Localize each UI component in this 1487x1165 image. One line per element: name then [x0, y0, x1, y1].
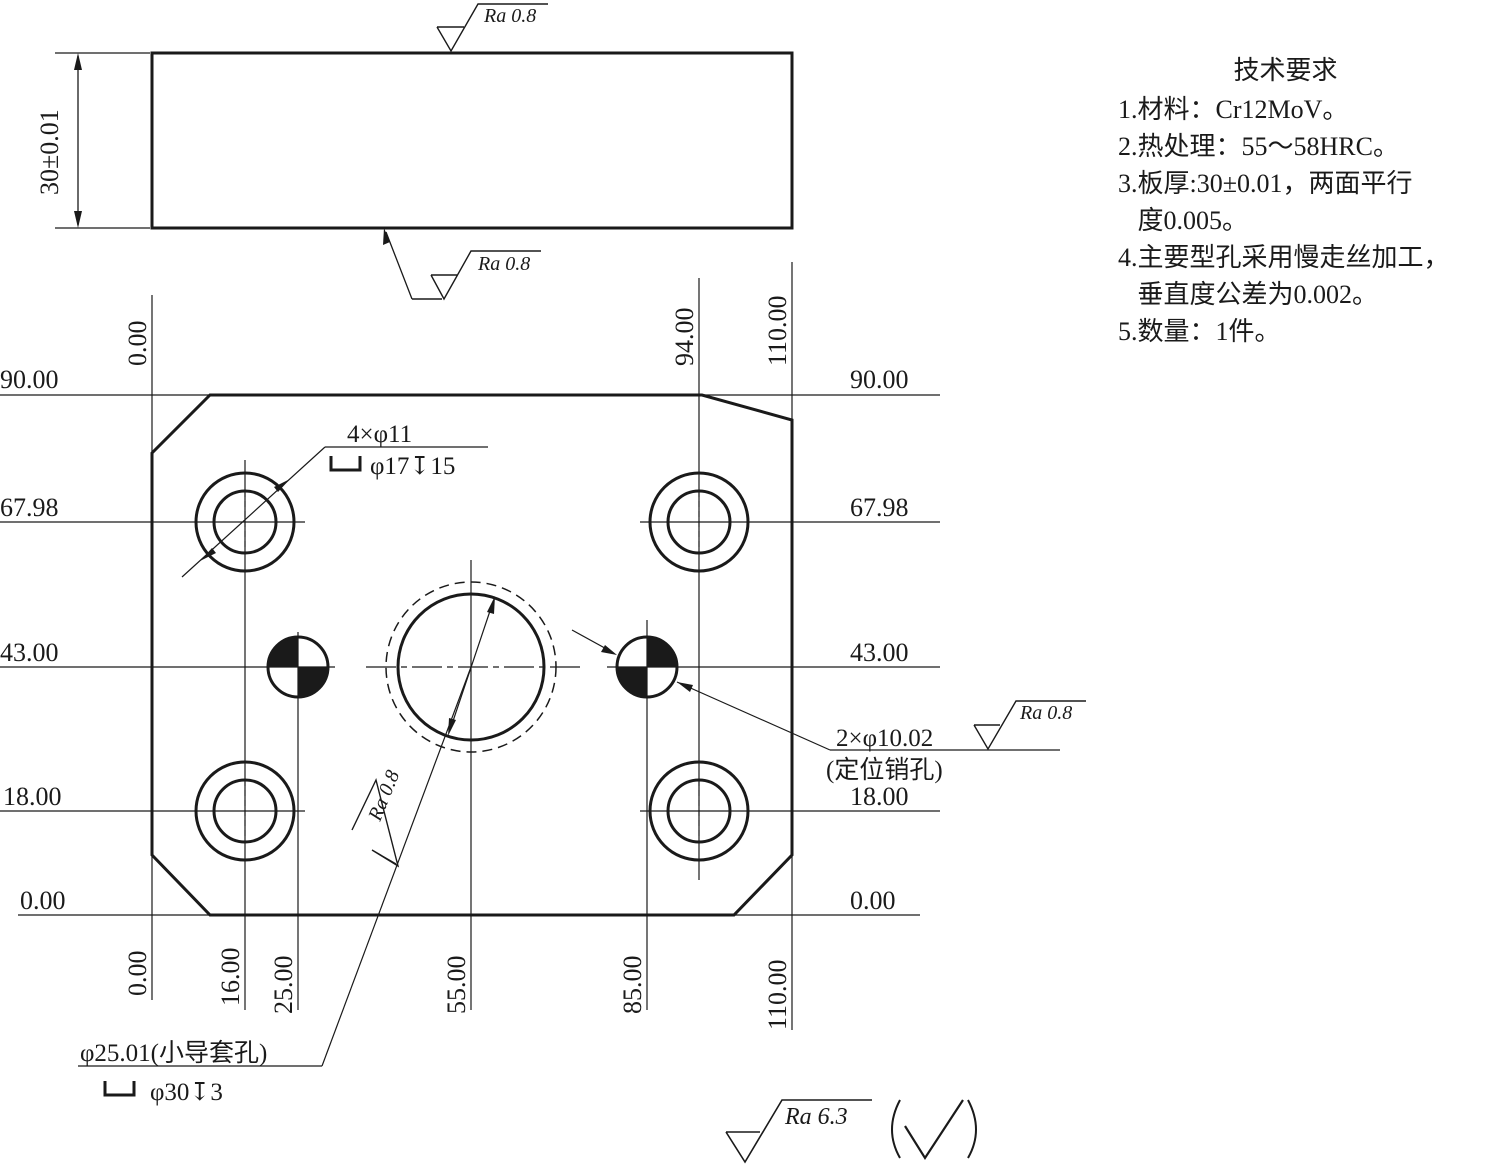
y-label-left-0: 90.00: [0, 365, 59, 394]
requirements-title: 技术要求: [1233, 56, 1338, 85]
screw-hole-callout: 4×φ11 φ17↧15: [181, 421, 488, 578]
y-label-left-4: 0.00: [20, 886, 66, 915]
roughness-symbol-guide: Ra 0.8: [351, 767, 404, 868]
y-label-right-2: 43.00: [850, 638, 909, 667]
screw-hole-top-right: [648, 471, 750, 573]
roughness-symbol-pin: [973, 700, 1086, 751]
requirement-item: 2.热处理：55～58HRC。: [1118, 132, 1399, 161]
x-label-top-1: 94.00: [670, 308, 699, 367]
roughness-symbol-top: Ra 0.8: [436, 3, 548, 53]
general-roughness-label: Ra 6.3: [784, 1104, 848, 1130]
guide-bush-hole: [366, 581, 580, 753]
requirement-item: 4.主要型孔采用慢走丝加工，: [1118, 243, 1450, 272]
arrowhead: [677, 682, 693, 692]
screw-counterbore-label: φ17↧15: [370, 453, 455, 480]
x-label-bottom-3: 55.00: [442, 956, 471, 1015]
requirement-item: 1.材料：Cr12MoV。: [1118, 95, 1349, 124]
screw-hole-bottom-right: [648, 760, 750, 862]
y-label-right-0: 90.00: [850, 365, 909, 394]
x-label-bottom-2: 25.00: [269, 956, 298, 1015]
y-label-left-1: 67.98: [0, 493, 59, 522]
arrowhead: [200, 548, 216, 561]
guide-roughness-label: Ra 0.8: [364, 767, 404, 825]
counterbore-icon: [329, 456, 362, 472]
side-view-outline: [150, 51, 794, 230]
roughness-bottom-label: Ra 0.8: [477, 253, 530, 275]
guide-hole-diameter-line: [449, 601, 494, 731]
thickness-label: 30±0.01: [35, 109, 64, 195]
y-label-left-2: 43.00: [0, 638, 59, 667]
pin-hole-left: [266, 635, 330, 699]
x-label-bottom-1: 16.00: [216, 948, 245, 1007]
y-label-right-1: 67.98: [850, 493, 909, 522]
requirement-item: 5.数量：1件。: [1118, 317, 1281, 346]
arrowhead: [601, 645, 617, 655]
x-label-bottom-4: 85.00: [618, 956, 647, 1015]
x-label-bottom-5: 110.00: [763, 959, 792, 1030]
screw-hole-bottom-left: [194, 760, 296, 862]
roughness-top-label: Ra 0.8: [483, 5, 536, 27]
roughness-symbol-bottom: Ra 0.8: [383, 228, 541, 301]
pin-hole-label: 2×φ10.02: [836, 725, 933, 752]
arrowhead: [74, 211, 82, 228]
pin-roughness-label: Ra 0.8: [1019, 702, 1072, 724]
pin-hole-callout: 2×φ10.02 (定位销孔) Ra 0.8: [571, 629, 1086, 784]
arrowhead: [274, 479, 290, 492]
guide-hole-callout: φ25.01(小导套孔) φ30↧3 Ra 0.8: [78, 666, 472, 1106]
side-view: 30±0.01 Ra 0.8 Ra 0.8: [35, 3, 794, 301]
arrowhead: [383, 228, 390, 245]
requirement-item: 3.板厚:30±0.01，两面平行: [1118, 169, 1413, 198]
y-label-right-3: 18.00: [850, 782, 909, 811]
check-roughness-icon: [904, 1099, 964, 1161]
x-label-top-2: 110.00: [763, 295, 792, 366]
arrowhead: [74, 53, 82, 70]
open-paren-icon: [891, 1099, 901, 1159]
x-label-top-0: 0.00: [123, 321, 152, 367]
requirement-item: 垂直度公差为0.002。: [1118, 280, 1379, 309]
y-label-right-4: 0.00: [850, 886, 896, 915]
screw-hole-label: 4×φ11: [347, 421, 412, 448]
arrowhead: [487, 596, 495, 614]
plan-view: 4×φ11 φ17↧15 2×φ10.02 (定位销孔) Ra 0.8 φ25.…: [0, 262, 1086, 1106]
pin-hole-right: [615, 635, 679, 699]
pin-hole-note: (定位销孔): [826, 756, 943, 784]
counterbore-icon: [103, 1081, 136, 1097]
requirement-item: 度0.005。: [1118, 206, 1249, 235]
technical-requirements: 技术要求 1.材料：Cr12MoV。 2.热处理：55～58HRC。 3.板厚:…: [1118, 52, 1483, 350]
guide-hole-label: φ25.01(小导套孔): [80, 1039, 267, 1067]
x-label-bottom-0: 0.00: [123, 951, 152, 997]
close-paren-icon: [967, 1099, 977, 1159]
screw-hole-top-left: [194, 471, 296, 573]
general-roughness: Ra 6.3: [725, 1099, 977, 1164]
guide-counterbore-label: φ30↧3: [150, 1079, 223, 1106]
y-label-left-3: 18.00: [3, 782, 62, 811]
